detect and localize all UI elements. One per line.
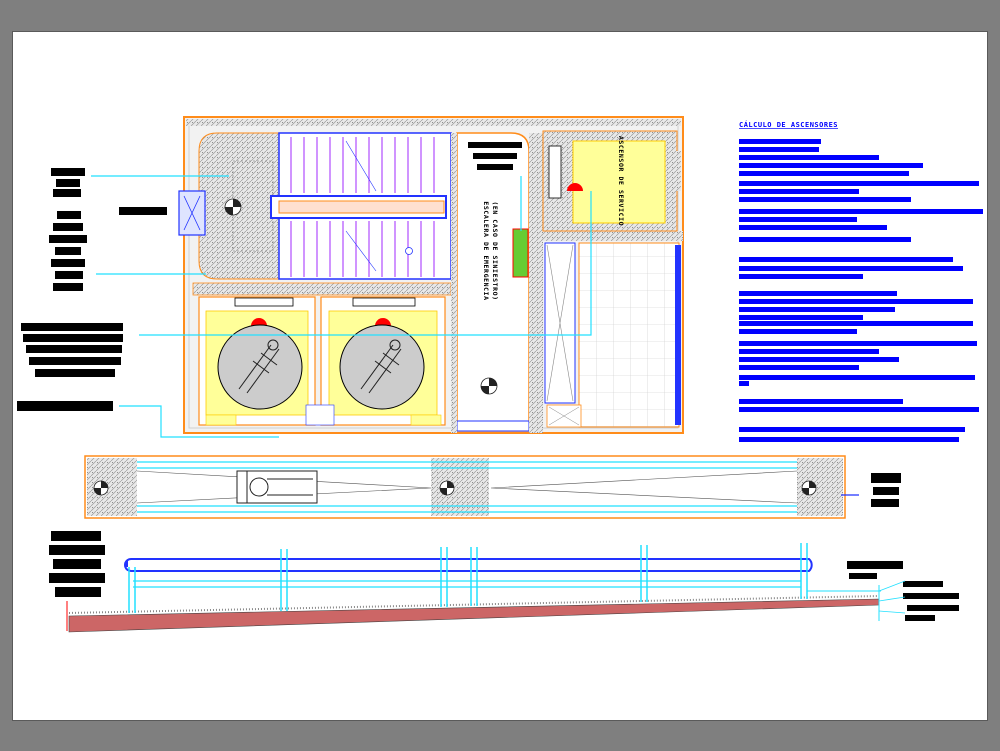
calc-text-line (739, 321, 973, 326)
calc-text-line (739, 299, 973, 304)
cad-drawing: ESCALERA DE EMERGENCIA (EN CASO DE SINIE… (17, 116, 983, 633)
turning-circle (339, 324, 425, 410)
level-marker-icon (439, 480, 455, 496)
calc-text-line (739, 365, 859, 370)
calc-text-line (739, 437, 959, 442)
calc-text-line (739, 349, 879, 354)
tiled-room (578, 242, 680, 428)
level-marker-icon (480, 377, 498, 395)
elevator-indicator (567, 183, 583, 191)
floor-plan: ESCALERA DE EMERGENCIA (EN CASO DE SINIE… (91, 116, 684, 438)
handrail-upper (124, 558, 813, 572)
calc-text-line (739, 147, 819, 152)
handrail-posts (128, 543, 808, 613)
calc-text-line (739, 307, 895, 312)
wheelchair-icon (360, 339, 402, 394)
stair-flights (270, 132, 452, 280)
calc-text-line (739, 189, 859, 194)
calc-text-line (739, 217, 857, 222)
service-elevator: ASCENSOR DE SERVICIO (542, 130, 681, 232)
emergency-stair-label: ESCALERA DE EMERGENCIA (482, 201, 490, 300)
level-marker-icon (93, 480, 109, 496)
wheelchair-icon (236, 470, 318, 504)
calc-text-line (739, 155, 879, 160)
wheelchair-icon (238, 339, 280, 394)
ramp-plan (84, 455, 859, 519)
drawing-sheet: ESCALERA DE EMERGENCIA (EN CASO DE SINIE… (12, 31, 988, 721)
calc-text-line (739, 181, 979, 186)
calc-title: CÁLCULO DE ASCENSORES (739, 120, 838, 129)
calc-text-line (739, 341, 977, 346)
calc-text-line (739, 139, 821, 144)
calc-text-line (739, 197, 911, 202)
calc-text-line (739, 407, 979, 412)
calc-text-line (739, 237, 911, 242)
calc-text-line (739, 209, 983, 214)
calc-text-line (739, 225, 887, 230)
calc-text-line (739, 427, 965, 432)
emergency-stair-sublabel: (EN CASO DE SINIESTRO) (491, 201, 499, 300)
calc-text-line (739, 266, 963, 271)
calculation-notes: CÁLCULO DE ASCENSORES (739, 120, 983, 442)
calc-text-line (739, 381, 749, 386)
level-marker-icon (801, 480, 817, 496)
service-elevator-label: ASCENSOR DE SERVICIO (617, 136, 625, 226)
emergency-sign-panel (512, 228, 529, 278)
calc-text-line (739, 357, 899, 362)
calc-text-line (739, 315, 863, 320)
calc-text-line (739, 274, 863, 279)
left-annotation-blocks (17, 168, 959, 621)
calc-text-line (739, 399, 903, 404)
calc-text-line (739, 375, 975, 380)
turning-circle (217, 324, 303, 410)
ramp-section (66, 543, 906, 633)
handrail-lower (133, 580, 801, 588)
level-marker-icon (224, 198, 242, 216)
elevator-indicator (251, 318, 267, 326)
calc-text-line (739, 257, 953, 262)
calc-text-line (739, 163, 923, 168)
elevator-cars (198, 296, 446, 426)
leader-lines (91, 175, 592, 438)
calc-text-line (739, 291, 897, 296)
calc-text-line (739, 329, 857, 334)
elevator-indicator (375, 318, 391, 326)
calc-text-line (739, 171, 909, 176)
